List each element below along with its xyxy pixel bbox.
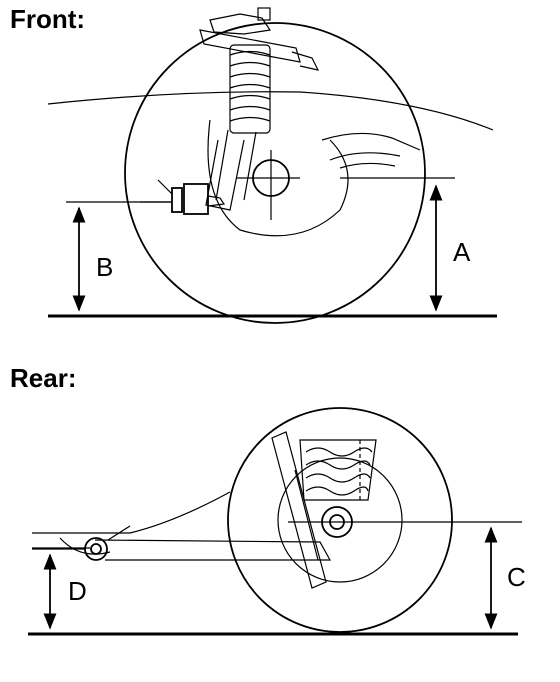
rear-body-line [32, 491, 231, 534]
front-strut-lower [205, 139, 245, 211]
label-b: B [96, 252, 113, 282]
front-coil-spring [229, 44, 271, 134]
rear-heading: Rear: [10, 363, 77, 393]
rear-shock-absorber [271, 431, 327, 589]
label-a: A [453, 237, 471, 267]
rear-diagram: C D [28, 407, 526, 636]
front-wheel [124, 22, 426, 324]
front-diagram: A B [47, 7, 497, 324]
rear-wheel [227, 407, 453, 633]
front-body-line [47, 91, 494, 131]
front-splash-line-2 [339, 162, 396, 169]
front-knuckle [207, 119, 349, 237]
front-fender-line [321, 132, 421, 151]
front-heading: Front: [10, 4, 86, 34]
front-strut-body [215, 129, 257, 201]
front-strut-mount [199, 7, 320, 71]
rear-coil-spring [299, 439, 377, 501]
label-d: D [68, 576, 87, 606]
rear-hub-ring [277, 457, 403, 583]
front-splash-line [329, 152, 401, 161]
rear-trailing-arm [59, 525, 332, 561]
label-c: C [507, 562, 526, 592]
